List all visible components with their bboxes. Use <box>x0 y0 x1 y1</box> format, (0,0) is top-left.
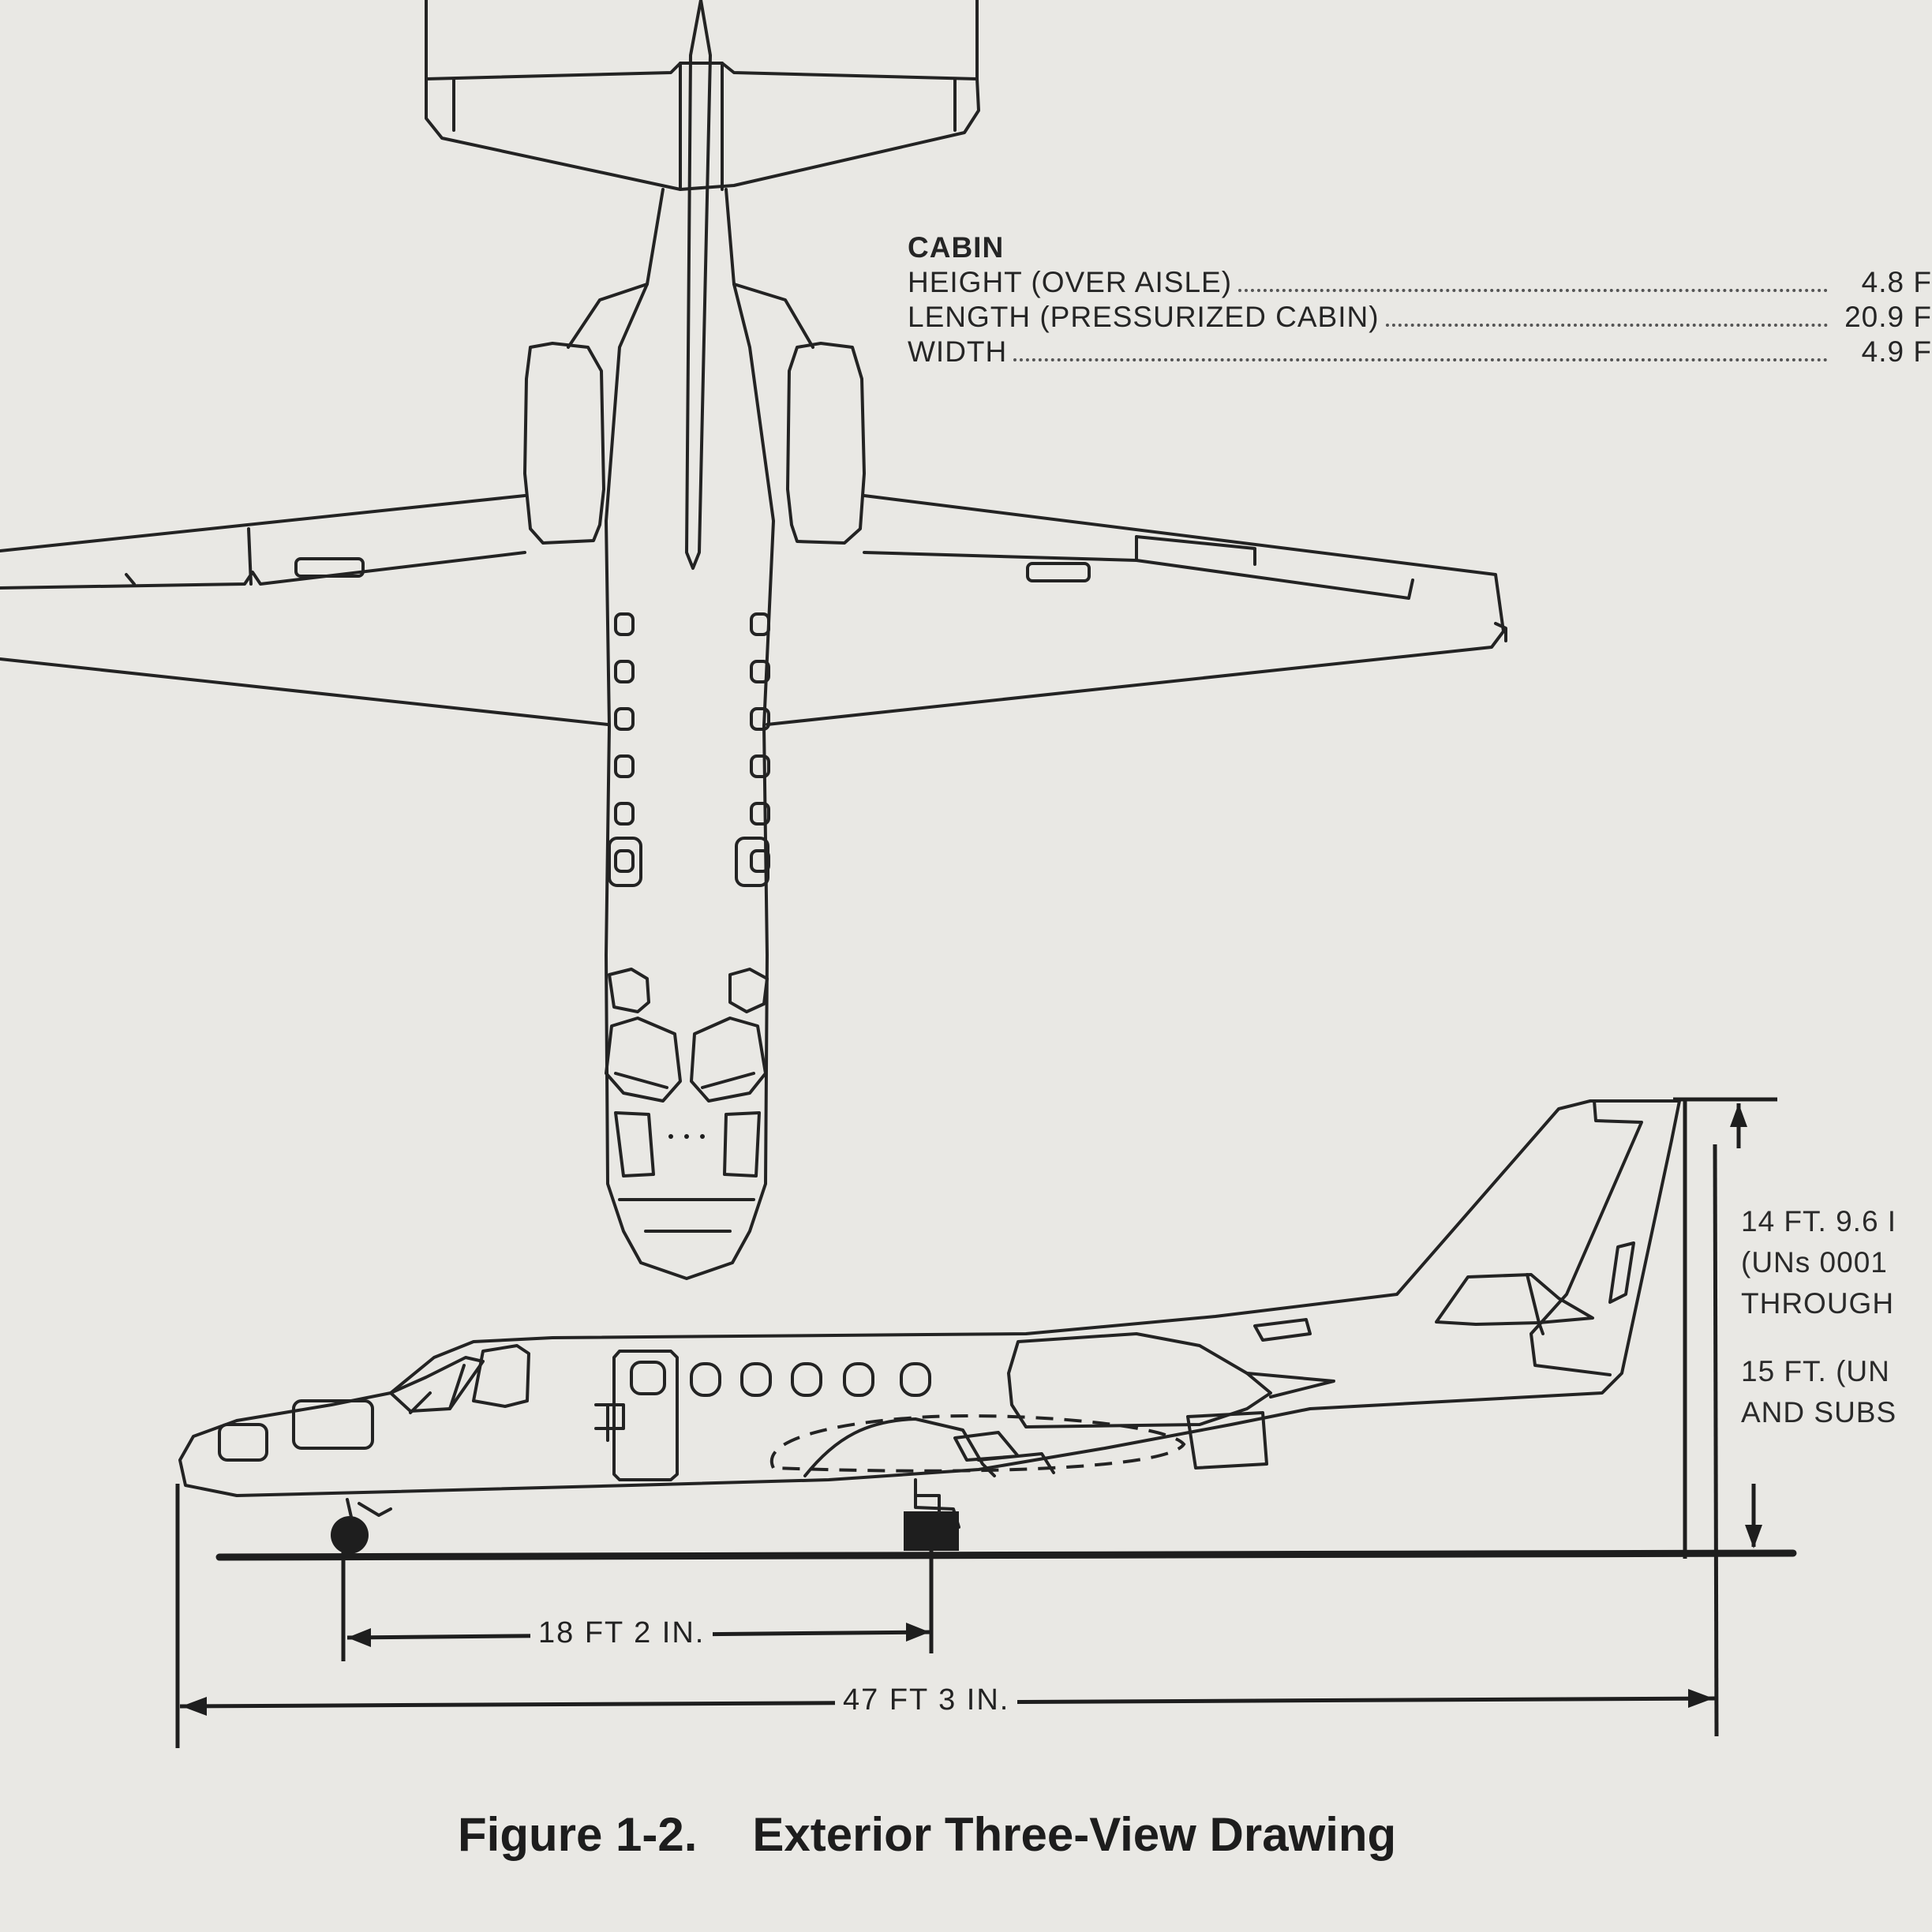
figure-title: Exterior Three-View Drawing <box>752 1808 1397 1861</box>
horizontal-stabilizer <box>425 0 980 191</box>
fuselage-top <box>605 188 775 1280</box>
height-note-line: THROUGH <box>1741 1287 1895 1320</box>
horizontal-stabilizer-side <box>1435 1273 1594 1326</box>
height-note-line: 14 FT. 9.6 I <box>1741 1205 1897 1237</box>
vertical-fin-top <box>685 0 712 570</box>
height-note-line: 15 FT. (UN <box>1741 1355 1890 1387</box>
leader-dots <box>1238 289 1828 292</box>
figure-number: Figure 1-2. <box>458 1808 698 1861</box>
cockpit-windshield <box>389 1356 485 1413</box>
right-engine-nacelle <box>786 342 866 545</box>
cabin-row-label: LENGTH (PRESSURIZED CABIN) <box>908 301 1380 333</box>
height-note-line: (UNs 0001 <box>1741 1246 1888 1279</box>
height-notes: 14 FT. 9.6 I (UNs 0001 THROUGH 15 FT. (U… <box>1741 1201 1932 1433</box>
top-view-aircraft <box>0 0 1507 1280</box>
top-view-windows <box>608 612 770 887</box>
cabin-title: CABIN <box>908 231 1005 264</box>
leader-dots <box>1013 358 1828 361</box>
left-engine-nacelle <box>523 342 605 545</box>
cabin-row-value: 4.9 F <box>1861 335 1932 368</box>
cabin-dimensions: CABIN HEIGHT (OVER AISLE) 4.8 F LENGTH (… <box>908 230 1932 369</box>
leader-dots <box>1385 324 1828 327</box>
cabin-row-value: 20.9 F <box>1844 301 1932 333</box>
cabin-row-width: WIDTH 4.9 F <box>908 335 1932 369</box>
right-wing <box>766 494 1505 726</box>
left-wing <box>0 494 609 726</box>
nose-wheel <box>331 1516 369 1554</box>
cabin-row-length: LENGTH (PRESSURIZED CABIN) 20.9 F <box>908 300 1932 335</box>
figure-caption: Figure 1-2. Exterior Three-View Drawing <box>458 1807 1396 1862</box>
height-note-line: AND SUBS <box>1741 1396 1897 1428</box>
engine-nacelle-side <box>1007 1332 1272 1428</box>
side-view-aircraft <box>178 1099 1681 1554</box>
side-view-windows <box>690 1362 931 1397</box>
ground-line <box>215 1549 1797 1561</box>
cockpit-seats <box>605 968 769 1233</box>
cabin-row-label: HEIGHT (OVER AISLE) <box>908 266 1233 298</box>
cabin-row-label: WIDTH <box>908 335 1008 368</box>
main-wheel <box>904 1511 959 1551</box>
cabin-row-value: 4.8 F <box>1861 266 1932 298</box>
cabin-door <box>612 1350 679 1481</box>
dimension-lines <box>175 1097 1797 1748</box>
overall-length-label: 47 FT 3 IN. <box>835 1683 1018 1717</box>
wing-side-dashed <box>769 1414 1186 1473</box>
wheelbase-label: 18 FT 2 IN. <box>530 1616 713 1650</box>
cabin-row-height: HEIGHT (OVER AISLE) 4.8 F <box>908 265 1932 300</box>
